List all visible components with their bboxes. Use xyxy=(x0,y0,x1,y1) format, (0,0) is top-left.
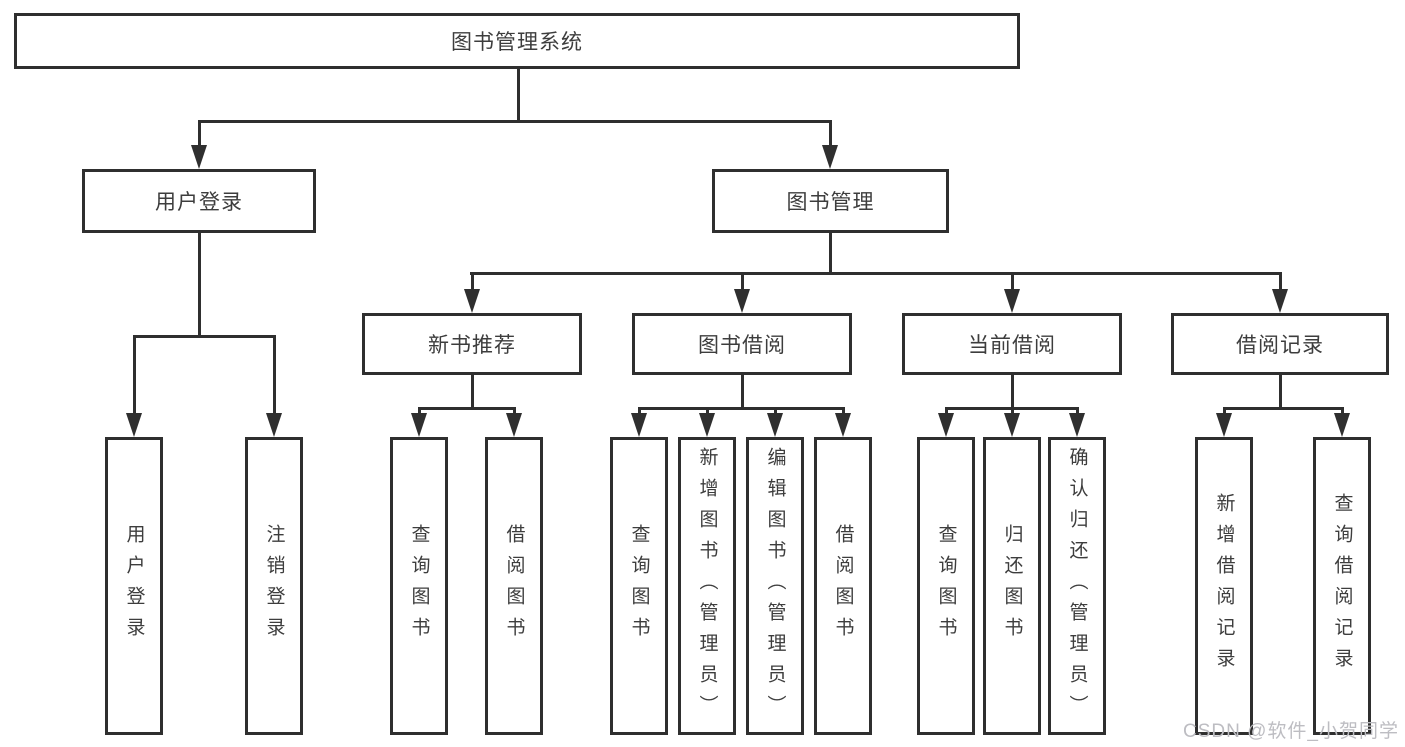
connector-line xyxy=(513,407,516,417)
arrow-down xyxy=(938,413,954,437)
connector-line xyxy=(470,272,1282,275)
arrow-down xyxy=(1004,289,1020,313)
connector-line xyxy=(198,233,201,335)
arrow-down xyxy=(631,413,647,437)
node-user-login: 用户登录 xyxy=(82,169,316,233)
arrow-down xyxy=(1272,289,1288,313)
arrow-down xyxy=(1069,413,1085,437)
connector-line xyxy=(638,407,844,410)
node-label: 借阅记录 xyxy=(1236,334,1324,357)
node-label: 编辑图书（管理员） xyxy=(764,446,786,726)
connector-line xyxy=(706,407,709,417)
connector-line xyxy=(471,272,474,292)
arrow-down xyxy=(699,413,715,437)
arrow-down xyxy=(411,413,427,437)
node-label: 查询图书 xyxy=(935,524,957,648)
arrow-down xyxy=(734,289,750,313)
connector-line xyxy=(133,335,136,419)
leaf-return-books: 归还图书 xyxy=(983,437,1041,735)
connector-line xyxy=(1223,407,1343,410)
arrow-down xyxy=(835,413,851,437)
node-label: 查询图书 xyxy=(628,524,650,648)
node-label: 新书推荐 xyxy=(428,334,516,357)
node-label: 用户登录 xyxy=(123,524,145,648)
leaf-add-borrow-record: 新增借阅记录 xyxy=(1195,437,1253,735)
node-label: 注销登录 xyxy=(263,524,285,648)
node-label: 图书借阅 xyxy=(698,334,786,357)
watermark: CSDN @软件_小贺同学 xyxy=(1183,721,1399,742)
leaf-query-borrow-record: 查询借阅记录 xyxy=(1313,437,1371,735)
node-label: 新增借阅记录 xyxy=(1213,493,1235,679)
node-label: 归还图书 xyxy=(1001,524,1023,648)
leaf-query-books-current: 查询图书 xyxy=(917,437,975,735)
connector-line xyxy=(829,233,832,272)
connector-line xyxy=(741,375,744,407)
arrow-down xyxy=(1004,413,1020,437)
connector-line xyxy=(842,407,845,417)
arrow-down xyxy=(506,413,522,437)
connector-line xyxy=(198,120,201,150)
node-label: 新增图书（管理员） xyxy=(696,446,718,726)
leaf-query-books-borrowing: 查询图书 xyxy=(610,437,668,735)
connector-line xyxy=(1011,375,1014,407)
node-new-book-recommend: 新书推荐 xyxy=(362,313,582,375)
leaf-borrow-books: 借阅图书 xyxy=(814,437,872,735)
node-book-borrowing: 图书借阅 xyxy=(632,313,852,375)
connector-line xyxy=(198,120,832,123)
connector-line xyxy=(1011,407,1014,417)
arrow-down xyxy=(464,289,480,313)
node-library-management-system: 图书管理系统 xyxy=(14,13,1020,69)
arrow-down xyxy=(767,413,783,437)
connector-line xyxy=(418,407,421,417)
connector-line xyxy=(1279,375,1282,407)
leaf-user-login: 用户登录 xyxy=(105,437,163,735)
leaf-edit-books-admin: 编辑图书（管理员） xyxy=(746,437,804,735)
arrow-down xyxy=(822,145,838,169)
connector-line xyxy=(471,375,474,407)
arrow-down xyxy=(191,145,207,169)
connector-line xyxy=(638,407,641,417)
connector-line xyxy=(741,272,744,292)
node-label: 借阅图书 xyxy=(832,524,854,648)
node-label: 查询图书 xyxy=(408,524,430,648)
leaf-add-books-admin: 新增图书（管理员） xyxy=(678,437,736,735)
node-borrowing-records: 借阅记录 xyxy=(1171,313,1389,375)
arrow-down xyxy=(1334,413,1350,437)
node-current-borrowing: 当前借阅 xyxy=(902,313,1122,375)
connector-line xyxy=(1279,272,1282,292)
node-label: 确认归还（管理员） xyxy=(1066,446,1088,726)
connector-line xyxy=(1223,407,1226,417)
connector-line xyxy=(774,407,777,417)
connector-line xyxy=(517,69,520,120)
node-label: 图书管理系统 xyxy=(451,31,583,54)
arrow-down xyxy=(126,413,142,437)
leaf-query-books-recommend: 查询图书 xyxy=(390,437,448,735)
node-label: 当前借阅 xyxy=(968,334,1056,357)
connector-line xyxy=(418,407,515,410)
node-label: 查询借阅记录 xyxy=(1331,493,1353,679)
arrow-down xyxy=(1216,413,1232,437)
leaf-logout: 注销登录 xyxy=(245,437,303,735)
connector-line xyxy=(829,120,832,150)
connector-line xyxy=(945,407,948,417)
connector-line xyxy=(133,335,276,338)
node-label: 图书管理 xyxy=(786,191,875,214)
connector-line xyxy=(1011,272,1014,292)
arrow-down xyxy=(266,413,282,437)
node-book-management: 图书管理 xyxy=(712,169,949,233)
leaf-borrow-books-recommend: 借阅图书 xyxy=(485,437,543,735)
leaf-confirm-return-admin: 确认归还（管理员） xyxy=(1048,437,1106,735)
node-label: 借阅图书 xyxy=(503,524,525,648)
connector-line xyxy=(1341,407,1344,417)
connector-line xyxy=(1076,407,1079,417)
connector-line xyxy=(273,335,276,419)
node-label: 用户登录 xyxy=(155,191,243,214)
